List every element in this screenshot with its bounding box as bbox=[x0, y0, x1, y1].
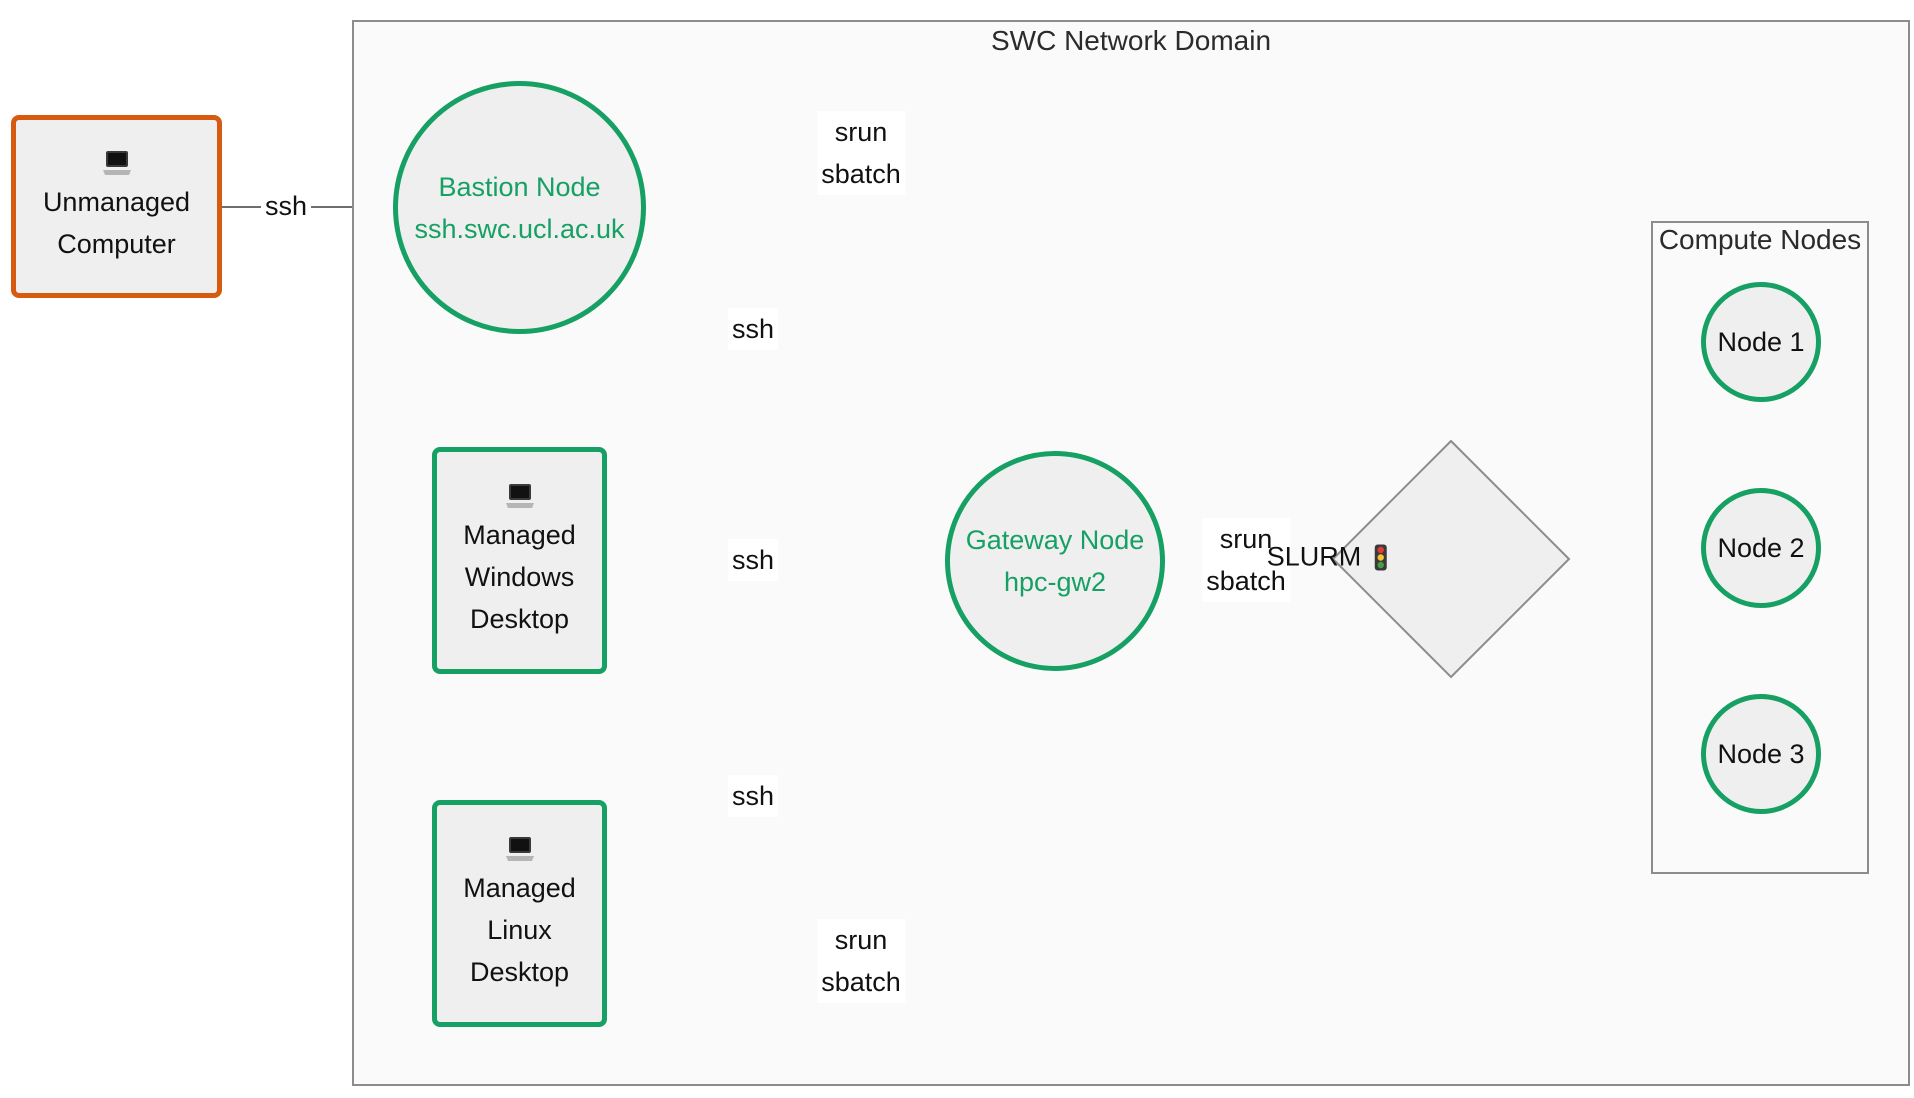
network-domain-title: SWC Network Domain bbox=[990, 25, 1272, 56]
node2-label: Node 2 bbox=[1717, 533, 1805, 563]
edge-label-windows-gateway: ssh bbox=[727, 539, 779, 581]
compute-nodes-title: Compute Nodes bbox=[1658, 224, 1862, 255]
slurm-label: SLURM bbox=[1266, 541, 1362, 572]
windows-line1: Managed bbox=[463, 519, 576, 550]
gateway-node[interactable]: Gateway Node hpc-gw2 bbox=[945, 451, 1165, 671]
linux-line2: Linux bbox=[487, 914, 552, 945]
laptop-icon bbox=[102, 150, 131, 175]
unmanaged-line2: Computer bbox=[57, 228, 176, 259]
edge-label-bastion-gateway: ssh bbox=[727, 308, 779, 350]
edge-label-linux-slurm: srun sbatch bbox=[817, 919, 905, 1003]
edge-label-linux-slurm-line1: srun bbox=[834, 925, 888, 955]
linux-line3: Desktop bbox=[469, 956, 570, 987]
gateway-line2: hpc-gw2 bbox=[1003, 567, 1107, 597]
slurm-node-shape[interactable] bbox=[1332, 440, 1572, 680]
linux-line1: Managed bbox=[463, 872, 576, 903]
compute-node-2[interactable]: Node 2 bbox=[1701, 488, 1821, 608]
laptop-icon bbox=[505, 483, 534, 508]
windows-line2: Windows bbox=[464, 561, 575, 592]
gateway-line1: Gateway Node bbox=[965, 525, 1145, 555]
laptop-icon bbox=[505, 836, 534, 861]
unmanaged-line1: Unmanaged bbox=[42, 186, 191, 217]
managed-windows-desktop-node[interactable]: Managed Windows Desktop bbox=[432, 447, 607, 674]
edge-label-gateway-slurm-line1: srun bbox=[1219, 524, 1273, 554]
edge-label-bastion-slurm-line1: srun bbox=[834, 117, 888, 147]
slurm-node-label: SLURM bbox=[1267, 542, 1388, 573]
edge-label-linux-slurm-line2: sbatch bbox=[821, 967, 901, 997]
bastion-node[interactable]: Bastion Node ssh.swc.ucl.ac.uk bbox=[393, 81, 646, 334]
bastion-line1: Bastion Node bbox=[438, 171, 601, 202]
compute-node-3[interactable]: Node 3 bbox=[1701, 694, 1821, 814]
edge-label-gateway-slurm-line2: sbatch bbox=[1206, 566, 1286, 596]
managed-linux-desktop-node[interactable]: Managed Linux Desktop bbox=[432, 800, 607, 1027]
edge-label-unmanaged-bastion: ssh bbox=[260, 185, 312, 227]
node3-label: Node 3 bbox=[1717, 739, 1805, 769]
edge-label-linux-gateway: ssh bbox=[727, 775, 779, 817]
traffic-light-icon bbox=[1374, 544, 1387, 570]
edge-label-gateway-slurm: srun sbatch bbox=[1202, 518, 1290, 602]
unmanaged-computer-node[interactable]: Unmanaged Computer bbox=[11, 115, 222, 298]
bastion-line2: ssh.swc.ucl.ac.uk bbox=[414, 213, 625, 244]
edge-label-bastion-slurm: srun sbatch bbox=[817, 111, 905, 195]
compute-node-1[interactable]: Node 1 bbox=[1701, 282, 1821, 402]
node1-label: Node 1 bbox=[1717, 327, 1805, 357]
edge-label-bastion-slurm-line2: sbatch bbox=[821, 159, 901, 189]
windows-line3: Desktop bbox=[469, 603, 570, 634]
